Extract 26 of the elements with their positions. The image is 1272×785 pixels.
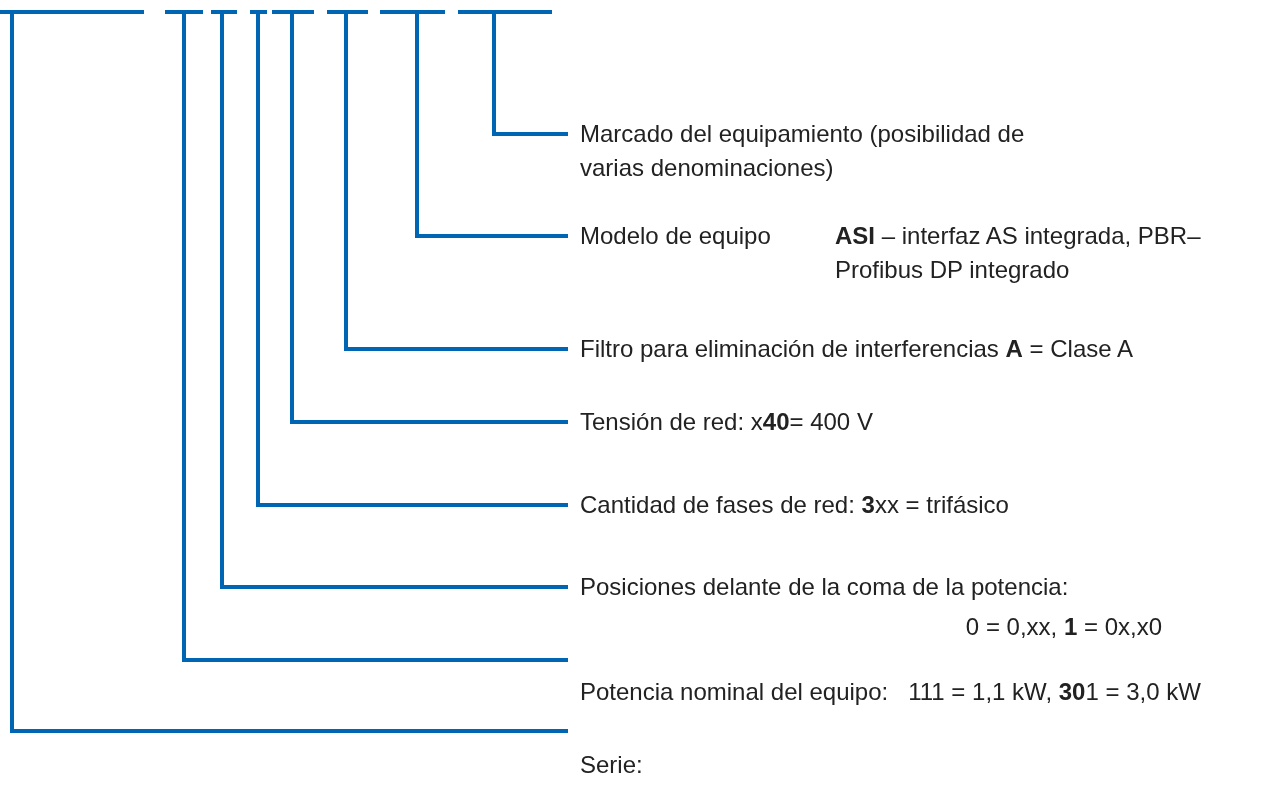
leader-line — [415, 14, 568, 238]
heading-text: Posiciones delante de la coma de la potencia: — [580, 572, 1069, 602]
leader-line — [10, 14, 568, 733]
underline-bar — [458, 10, 552, 14]
leader-line — [492, 14, 568, 136]
underline-bar — [250, 10, 267, 14]
description-text: Marcado del equipamiento (posibilidad de varias denominaciones) — [568, 117, 1080, 185]
underline-bar — [380, 10, 445, 14]
underline-bar — [0, 10, 144, 14]
underline-bar — [327, 10, 368, 14]
leader-line — [344, 14, 568, 351]
description-text: Cantidad de fases de red: 3xx = trifásico — [568, 488, 1009, 522]
leader-line — [182, 14, 568, 662]
description-text: ASI – interfaz AS integrada, PBR– Profibus DP integrado — [835, 221, 1202, 285]
leader-line — [290, 14, 568, 424]
leader-line — [220, 14, 568, 589]
underline-bar — [211, 10, 237, 14]
heading-text: Modelo de equipo — [580, 221, 771, 251]
description-text: 0 = 0,xx, 1 = 0x,x0 — [965, 612, 1162, 642]
description-text: Serie: — [568, 724, 643, 780]
leader-line — [256, 14, 568, 507]
underline-bar — [165, 10, 203, 14]
underline-bar — [272, 10, 314, 14]
description-text: Tensión de red: x40= 400 V — [568, 405, 873, 439]
description-text: Filtro para eliminación de interferencias A = Clase A — [568, 332, 1133, 366]
description-text: Potencia nominal del equipo: 111 = 1,1 kW, 301 = 3,0 kW — [568, 650, 1201, 709]
